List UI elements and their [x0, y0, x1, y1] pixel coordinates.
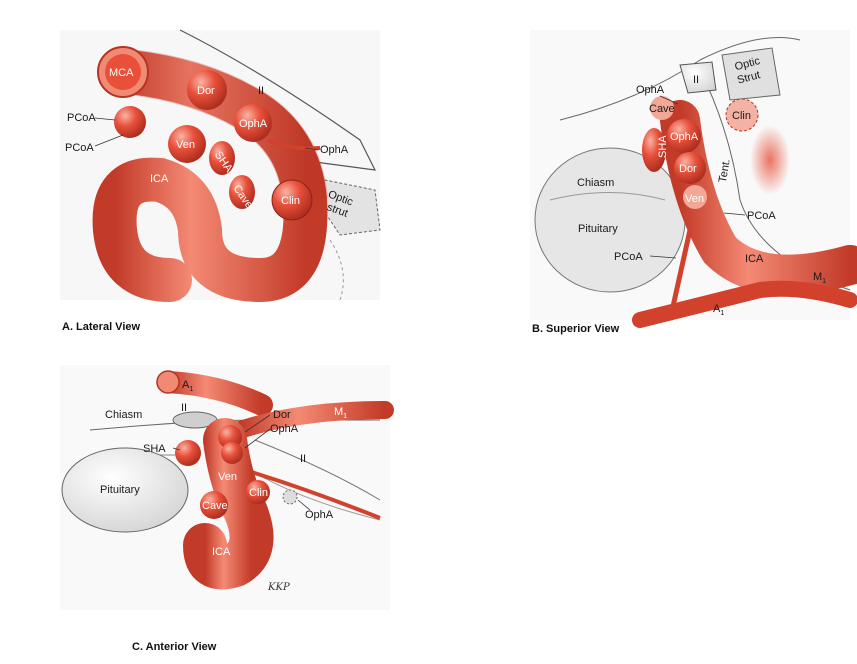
superior-ven-aneurysm: [683, 185, 707, 209]
lateral-label-dor: Dor: [197, 85, 215, 97]
superior-cave-aneurysm: [650, 96, 674, 120]
superior-pcoa-vessel: [667, 229, 693, 321]
superior-label-ica: ICA: [745, 253, 764, 265]
lateral-label-pcoa-upper: PCoA: [67, 112, 96, 124]
anterior-label-ica: ICA: [212, 546, 231, 558]
anterior-label-chiasm: Chiasm: [105, 409, 142, 421]
anterior-label-clin: Clin: [249, 487, 268, 499]
lateral-clin-aneurysm: [271, 179, 313, 221]
superior-optic-nerve: [679, 61, 717, 94]
superior-label-tent: Tent.: [717, 158, 733, 184]
anterior-pituitary-shape: [61, 447, 189, 533]
lateral-label-mca: MCA: [109, 67, 134, 79]
lateral-label-ven: Ven: [176, 139, 195, 151]
anterior-label-sha: SHA: [143, 443, 166, 455]
superior-dor-aneurysm: [674, 152, 706, 184]
anterior-label-ven: Ven: [218, 471, 237, 483]
anterior-cave-aneurysm: [200, 491, 228, 519]
anterior-label-ii: II: [181, 402, 187, 414]
superior-label-ven: Ven: [685, 193, 704, 205]
superior-label-m1: M1: [813, 271, 826, 285]
superior-label-opha: OphA: [670, 131, 699, 143]
lateral-view-panel: MCA Dor II PCoA PCoA OphA OphA Ven SHA I…: [60, 29, 381, 333]
anterior-label-a1: A1: [182, 379, 193, 393]
lateral-ven-aneurysm: [168, 125, 206, 163]
superior-label-pcoa-left: PCoA: [614, 251, 643, 263]
anterior-caption: C. Anterior View: [132, 641, 217, 653]
lateral-dashed-line: [329, 239, 344, 301]
lateral-optic-nerve-outline: [179, 29, 377, 171]
anterior-ica-vessel: [183, 418, 274, 590]
superior-label-strut: Strut: [736, 69, 762, 87]
anterior-opha-artery: [244, 468, 381, 520]
anterior-sha-aneurysm: [175, 440, 201, 466]
superior-opha-aneurysm: [667, 119, 701, 153]
artist-signature: KKP: [267, 582, 290, 593]
anterior-label-dor: Dor: [273, 409, 291, 421]
lateral-cave-aneurysm: [229, 175, 255, 209]
superior-label-sha: SHA: [657, 135, 669, 158]
lateral-opha-aneurysm: [234, 104, 272, 142]
superior-optic-strut: [721, 47, 781, 101]
lateral-label-opha-aneurysm: OphA: [239, 118, 268, 130]
anterior-label-m1: M1: [334, 406, 347, 420]
superior-label-ii: II: [693, 74, 699, 86]
superior-label-chiasm: Chiasm: [577, 177, 614, 189]
superior-pituitary-shape: [534, 147, 686, 293]
superior-label-a1: A1: [713, 303, 724, 317]
superior-label-dor: Dor: [679, 163, 697, 175]
lateral-label-ii: II: [258, 85, 264, 97]
anterior-label-opha: OphA: [305, 509, 334, 521]
lateral-pcoa-aneurysm: [114, 106, 146, 138]
superior-view-panel: II Optic Strut OphA Cave Clin SHA OphA C…: [530, 30, 857, 335]
superior-label-pcoa-right: PCoA: [747, 210, 776, 222]
anterior-label-pituitary: Pituitary: [100, 484, 140, 496]
anterior-clin-aneurysm: [246, 480, 270, 504]
superior-label-opha-top: OphA: [636, 84, 665, 96]
superior-label-pituitary: Pituitary: [578, 223, 618, 235]
anterior-label-ii-right: II: [300, 453, 306, 465]
superior-caption: B. Superior View: [532, 323, 620, 335]
superior-a1-vessel: [632, 280, 857, 328]
lateral-sha-aneurysm: [209, 141, 235, 175]
anterior-opha-aneurysm: [221, 442, 243, 464]
superior-clin-aneurysm: [725, 98, 759, 132]
lateral-label-pcoa-lower: PCoA: [65, 142, 94, 154]
superior-label-cave: Cave: [649, 103, 675, 115]
anterior-label-opha-top: OphA: [270, 423, 299, 435]
anterior-label-cave: Cave: [202, 500, 228, 512]
lateral-label-clin: Clin: [281, 195, 300, 207]
anterior-view-panel: A1 Chiasm II Dor M1 OphA SHA II Ven Pitu…: [60, 365, 394, 653]
lateral-dor-aneurysm: [187, 70, 227, 110]
superior-sha-aneurysm: [642, 128, 666, 172]
superior-label-clin: Clin: [732, 110, 751, 122]
lateral-opha-artery: [267, 138, 321, 151]
lateral-label-ica: ICA: [150, 173, 169, 185]
lateral-label-opha: OphA: [320, 144, 349, 156]
lateral-caption: A. Lateral View: [62, 321, 140, 333]
